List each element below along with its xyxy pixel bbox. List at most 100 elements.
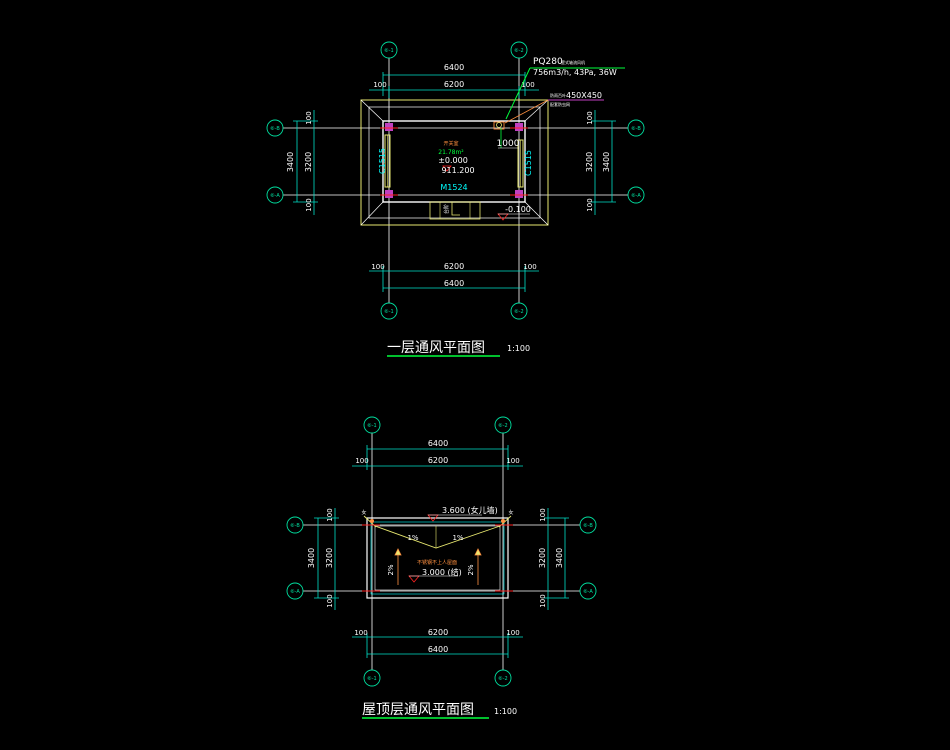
plan2-title: 屋顶层通风平面图 (362, 702, 474, 718)
plan2-dim-bottom-right: 100 (506, 629, 519, 637)
plan2-dim-right-inner: 3200 (538, 548, 547, 568)
plan1-scale: 1:100 (507, 344, 530, 353)
plan2-dim-bottom-overall: 6400 (428, 645, 448, 654)
plan1-columns (385, 123, 523, 198)
plan2-dim-left-inner: 3200 (325, 548, 334, 568)
plan1-dim-left-bottom: 100 (305, 198, 313, 211)
plan1-elev-abs: 911.200 (441, 166, 474, 175)
plan1-axis-bottom-right: ⑥-2 (514, 309, 523, 315)
plan1-axis-bottom-left: ⑥-1 (384, 309, 393, 315)
plan1-window-left: C1515 (378, 148, 387, 174)
plan2-elev-roof-marker (408, 575, 420, 583)
plan1-dim-right-overall: 3400 (602, 152, 611, 172)
plan1-step-label: 台阶 (443, 204, 450, 214)
plan1-dim-bottom-overall: 6400 (444, 279, 464, 288)
plan2-slope-left: 1% (407, 534, 418, 542)
plan1-dim-bottom-inner: 6200 (444, 262, 464, 271)
plan2-dim-left-overall: 3400 (307, 548, 316, 568)
plan1-dim-right-top: 100 (586, 111, 594, 124)
plan1-window-right: C1515 (524, 150, 533, 176)
plan1-axis-bubbles (266, 41, 645, 320)
plan2-axis-right-bottom: ⑥-A (583, 589, 593, 595)
plan2-dim-bottom-left: 100 (354, 629, 367, 637)
plan2-slope-arrows (394, 548, 482, 585)
plan1-louver-small: 防雨百叶 (550, 92, 566, 98)
plan1-axis-right-top: ⑥-B (631, 126, 641, 132)
plan1-axis-right-bottom: ⑥-A (631, 193, 641, 199)
plan1-door-label: M1524 (440, 183, 467, 192)
plan2-scale: 1:100 (494, 707, 517, 716)
plan1-room-name: 开关室 (443, 140, 458, 147)
plan1-windows (384, 134, 524, 188)
plan1-axis-lines (283, 58, 628, 303)
plan2-dim-bottom-inner: 6200 (428, 628, 448, 637)
plan2-dim-top-right: 100 (506, 457, 519, 465)
plan2-red-marks (362, 524, 513, 592)
plan2-dim-top-left: 100 (355, 457, 368, 465)
plan1-ventilation-floor-plan: 6400 6200 100 100 6200 6400 100 100 3400… (266, 41, 645, 357)
plan1-dim-top-left: 100 (373, 81, 386, 89)
plan2-roof-ventilation-plan: 6400 6200 100 100 6200 6400 100 100 3400… (286, 416, 597, 719)
plan2-corner-right-label: 女 (508, 509, 513, 516)
plan2-axis-bottom-right: ⑥-2 (498, 676, 507, 682)
plan1-fan-model: PQ280 (533, 57, 563, 67)
plan2-dim-left-bottom: 100 (326, 594, 334, 607)
plan1-dim-right-bottom: 100 (586, 198, 594, 211)
plan2-bottom-dimensions (352, 633, 523, 658)
plan2-left-dimensions (314, 508, 339, 610)
plan1-fan-model-small: 壁式轴流风机 (561, 59, 585, 65)
plan2-axis-lines (303, 433, 580, 670)
plan1-dim-top-inner: 6200 (444, 80, 464, 89)
plan2-roof-outline (366, 517, 509, 599)
plan2-dim-left-top: 100 (326, 508, 334, 521)
plan1-dim-bottom-left: 100 (371, 263, 384, 271)
plan1-left-dimensions (293, 110, 318, 215)
plan2-dim-right-bottom: 100 (539, 594, 547, 607)
plan2-roof-note: 不锈钢不上人屋面 (417, 559, 457, 566)
plan2-axis-top-left: ⑥-1 (367, 423, 376, 429)
plan1-dim-top-overall: 6400 (444, 63, 464, 72)
plan1-axis-top-left: ⑥-1 (384, 48, 393, 54)
plan1-fan-symbol (493, 67, 625, 148)
plan2-slope-v-right: 2% (467, 564, 475, 575)
plan1-dim-left-overall: 3400 (286, 152, 295, 172)
plan2-dim-right-top: 100 (539, 508, 547, 521)
plan1-top-dimensions (369, 72, 539, 98)
plan2-axis-top-right: ⑥-2 (498, 423, 507, 429)
plan2-dim-top-inner: 6200 (428, 456, 448, 465)
plan2-dim-right-overall: 3400 (555, 548, 564, 568)
plan1-louver-size: 450X450 (566, 91, 602, 100)
plan2-axis-bottom-left: ⑥-1 (367, 676, 376, 682)
plan2-corner-drains (363, 515, 512, 528)
plan2-dim-top-overall: 6400 (428, 439, 448, 448)
plan1-elev-marker (442, 165, 452, 172)
plan2-axis-right-top: ⑥-B (583, 523, 593, 529)
plan2-slope-v-left: 2% (387, 564, 395, 575)
plan2-top-dimensions (352, 445, 523, 470)
plan1-title: 一层通风平面图 (387, 340, 485, 356)
plan1-room-area: 21.78m² (438, 149, 464, 156)
plan1-axis-left-bottom: ⑥-A (270, 193, 280, 199)
plan1-dim-1000: 1000 (497, 139, 520, 149)
plan1-outside-elev-marker (497, 213, 509, 221)
plan2-elev-top: 3.600 (女儿墙) (442, 505, 498, 515)
plan1-axis-left-top: ⑥-B (270, 126, 280, 132)
plan2-axis-bubbles (286, 416, 597, 687)
plan2-slope-right: 1% (452, 534, 463, 542)
plan1-outside-elev: -0.100 (505, 205, 531, 214)
plan1-walls (360, 99, 549, 226)
plan2-axis-left-top: ⑥-B (290, 523, 300, 529)
plan1-elev-pm: ±0.000 (438, 156, 468, 165)
plan1-bottom-dimensions (369, 266, 539, 292)
plan2-right-dimensions (544, 508, 569, 610)
plan1-axis-top-right: ⑥-2 (514, 48, 523, 54)
plan2-corner-left-label: 女 (361, 509, 366, 516)
plan2-elev-roof: 3.000 (结) (422, 567, 462, 577)
plan1-dim-bottom-right: 100 (523, 263, 536, 271)
plan1-dim-top-right: 100 (521, 81, 534, 89)
plan1-dim-left-top: 100 (305, 111, 313, 124)
plan1-louver-note: 配套防虫网 (550, 101, 570, 107)
plan1-fan-spec: 756m3/h, 43Pa, 36W (533, 68, 617, 77)
plan1-red-marks (380, 127, 528, 196)
